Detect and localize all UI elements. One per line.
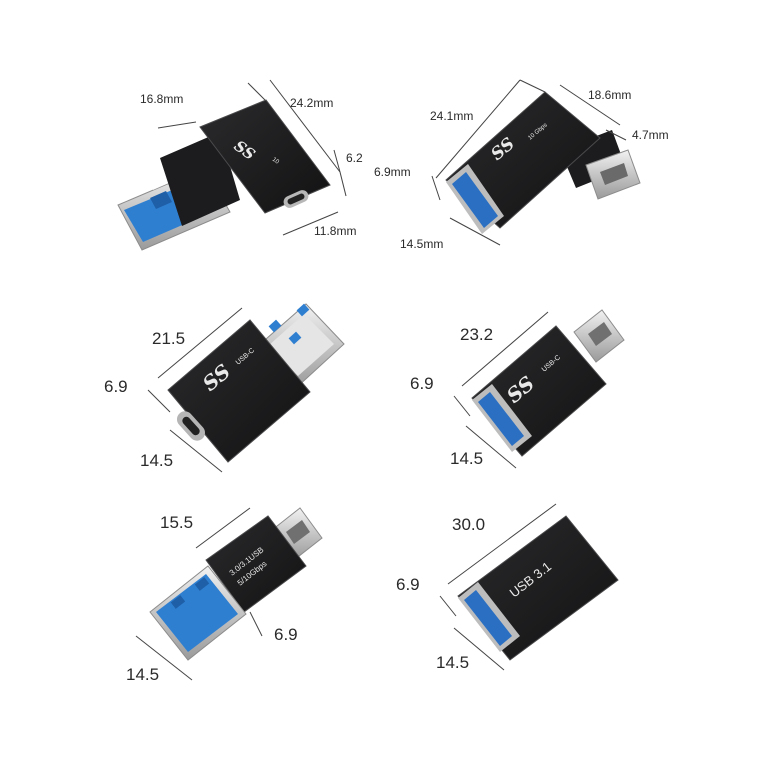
dim-4-thickness: 6.9	[410, 374, 434, 393]
adapter-4: SS USB-C 23.2 6.9 14.5	[410, 309, 625, 469]
dim-3-width: 14.5	[140, 451, 173, 470]
badge-1: 10	[271, 157, 280, 166]
usb-c-port-1	[283, 190, 309, 208]
dimension-lines-6	[439, 503, 557, 671]
adapter-3: SS USB-C 21.5 6.9 14.5	[104, 303, 345, 473]
adapter-1-side-block	[160, 132, 240, 226]
usb-a-plug-5	[149, 565, 247, 661]
dim-3-thickness: 6.9	[104, 377, 128, 396]
dim-5-width: 14.5	[126, 665, 159, 684]
dim-2-plug-length: 18.6mm	[588, 88, 631, 102]
dim-5-length: 15.5	[160, 513, 193, 532]
dim-2-plug-thickness: 4.7mm	[632, 128, 669, 142]
dim-1-length: 16.8mm	[140, 92, 183, 106]
adapter-2: SS 10 Gbps 24.1mm 18.6mm 4.7mm 6.9mm 14.…	[374, 79, 669, 251]
dimension-lines-3	[147, 307, 243, 473]
dim-6-length: 30.0	[452, 515, 485, 534]
dim-4-length: 23.2	[460, 325, 493, 344]
dim-3-length: 21.5	[152, 329, 185, 348]
dim-6-thickness: 6.9	[396, 575, 420, 594]
usb-a-port-2	[446, 164, 504, 234]
dim-6-width: 14.5	[436, 653, 469, 672]
dimension-lines-5	[135, 507, 263, 681]
dim-2-width: 14.5mm	[400, 237, 443, 251]
usb-a-port-4	[472, 384, 532, 452]
adapter-1: SS 10 16.8mm 24.2mm 6.2 11.8mm	[117, 79, 363, 251]
adapter-1-body	[200, 100, 330, 213]
dimension-lines-2	[431, 79, 627, 246]
dim-5-thickness: 6.9	[274, 625, 298, 644]
adapter-5: 3.0/3.1USB 5/10Gbps 15.5 6.9 14.5	[126, 507, 323, 684]
usb-c-plug-4	[573, 309, 625, 363]
dim-1-width: 24.2mm	[290, 96, 333, 110]
dimension-lines-1	[157, 79, 347, 236]
dim-1-thickness: 6.2	[346, 151, 363, 165]
dim-4-width: 14.5	[450, 449, 483, 468]
usb-c-port-3	[176, 411, 206, 441]
adapter-3-body	[168, 320, 310, 462]
adapter-5-body	[206, 516, 306, 612]
usb-c-plug-2	[560, 130, 641, 200]
dimension-lines-4	[453, 311, 549, 469]
adapter-6: USB 3.1 30.0 6.9 14.5	[396, 503, 619, 672]
dim-1-port-depth: 11.8mm	[314, 224, 356, 238]
usb-a-port-6	[458, 582, 520, 652]
dim-2-thickness: 6.9mm	[374, 165, 411, 179]
dim-2-length: 24.1mm	[430, 109, 473, 123]
